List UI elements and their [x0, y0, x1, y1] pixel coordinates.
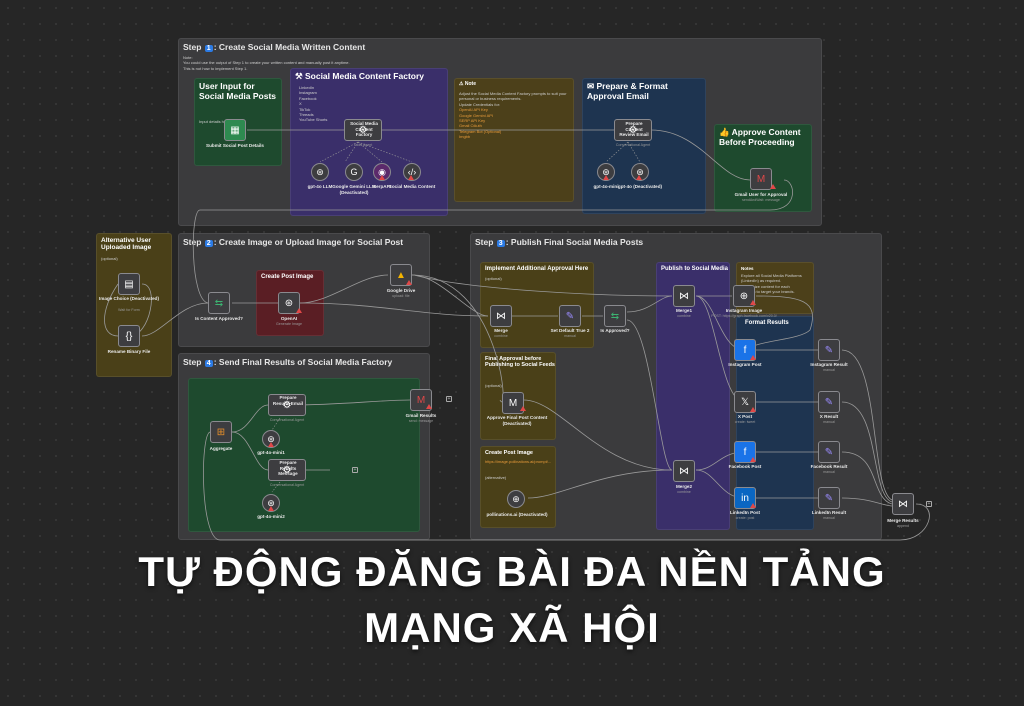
add-node-button[interactable]: +	[926, 501, 932, 507]
review-email-node[interactable]: ⚙	[614, 119, 652, 141]
warning-icon	[296, 308, 302, 313]
warning-icon	[750, 457, 756, 462]
x-result-node[interactable]: ✎	[818, 391, 840, 413]
aggregate-node[interactable]: ⊞	[210, 421, 232, 443]
gpt4o-mini2-node[interactable]: ⊛	[262, 494, 280, 512]
set-default-node[interactable]: ✎	[559, 305, 581, 327]
sticky-note: ⚠ Note Adjust the Social Media Content F…	[454, 78, 574, 202]
pollinations-node[interactable]: ⊕	[507, 490, 525, 508]
gpt4o-mini1-node[interactable]: ⊛	[262, 430, 280, 448]
warning-icon	[750, 355, 756, 360]
warning-icon	[520, 406, 526, 411]
merge2-node[interactable]: ⋈	[673, 460, 695, 482]
add-node-button[interactable]: +	[352, 467, 358, 473]
is-content-approved-node[interactable]: ⇆	[208, 292, 230, 314]
gpt4o-llm-node[interactable]: ⊛	[311, 163, 329, 181]
prep-msg-node[interactable]: ⚙	[268, 459, 306, 481]
prep-email-node[interactable]: ⚙	[268, 394, 306, 416]
warning-icon	[268, 506, 274, 511]
warning-icon	[770, 184, 776, 189]
gmail-approval-node[interactable]: M	[750, 168, 772, 190]
warning-icon	[636, 175, 642, 180]
serpapi-node[interactable]: ◉	[373, 163, 391, 181]
facebook-result-node[interactable]: ✎	[818, 441, 840, 463]
instagram-image-node[interactable]: ⊕	[733, 285, 755, 307]
step-1-title: Step 1: Create Social Media Written Cont…	[183, 42, 366, 52]
smf-agent-node[interactable]: ⚙	[344, 119, 382, 141]
merge1-node[interactable]: ⋈	[673, 285, 695, 307]
submit-form-node[interactable]: ▦	[224, 119, 246, 141]
warning-icon	[603, 175, 609, 180]
is-approved-node[interactable]: ⇆	[604, 305, 626, 327]
headline-line-2: MẠNG XÃ HỘI	[364, 604, 660, 651]
warning-icon	[268, 442, 274, 447]
warning-icon	[750, 300, 756, 305]
warning-icon	[406, 280, 412, 285]
approve-final-node[interactable]: M	[502, 392, 524, 414]
headline-line-1: TỰ ĐỘNG ĐĂNG BÀI ĐA NỀN TẢNG	[138, 548, 886, 595]
image-choice-node[interactable]: ▤	[118, 273, 140, 295]
content-tool-node[interactable]: ‹/›	[403, 163, 421, 181]
rename-binary-node[interactable]: {}	[118, 325, 140, 347]
openai-image-node[interactable]: ⊛	[278, 292, 300, 314]
warning-icon	[426, 404, 432, 409]
instagram-result-node[interactable]: ✎	[818, 339, 840, 361]
warning-icon	[750, 503, 756, 508]
merge-node[interactable]: ⋈	[490, 305, 512, 327]
warning-icon	[750, 407, 756, 412]
merge-results-node[interactable]: ⋈	[892, 493, 914, 515]
add-node-button[interactable]: +	[446, 396, 452, 402]
gemini-llm-node[interactable]: G	[345, 163, 363, 181]
linkedin-result-node[interactable]: ✎	[818, 487, 840, 509]
gpt4o-deactivated-node[interactable]: ⊛	[631, 163, 649, 181]
gpt4o-mini-node[interactable]: ⊛	[597, 163, 615, 181]
sticky-alternative-upload: Alternative User Uploaded Image (optiona…	[96, 233, 172, 377]
warning-icon	[408, 175, 414, 180]
warning-icon	[379, 175, 385, 180]
